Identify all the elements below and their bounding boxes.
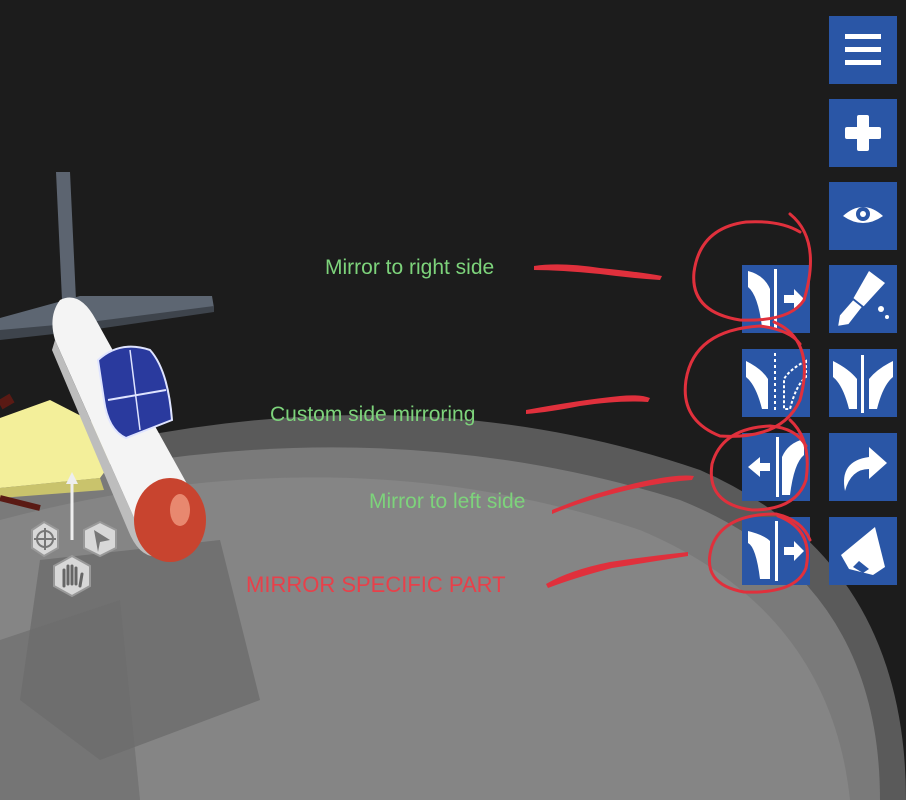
plus-icon	[845, 115, 881, 151]
eye-icon	[843, 207, 883, 223]
redo-button[interactable]	[829, 433, 897, 501]
eraser-icon	[841, 527, 885, 575]
redo-arrow-icon	[844, 447, 887, 491]
label-custom-mirror: Custom side mirroring	[270, 403, 476, 426]
label-mirror-left: Mirror to left side	[369, 490, 526, 513]
custom-mirror-icon	[746, 353, 807, 413]
hamburger-menu-icon	[845, 34, 881, 65]
paint-brush-icon	[835, 271, 889, 329]
move-target-icon[interactable]	[31, 520, 59, 558]
mirror-left-icon	[748, 437, 804, 497]
label-mirror-right: Mirror to right side	[325, 256, 495, 279]
custom-mirror-button[interactable]	[742, 349, 810, 417]
hand-pan-icon[interactable]	[53, 554, 91, 598]
transform-gizmo	[31, 472, 117, 598]
label-mirror-specific: MIRROR SPECIFIC PART	[246, 572, 506, 597]
mirror-part-icon	[748, 521, 804, 581]
add-part-button[interactable]	[829, 99, 897, 167]
paint-button[interactable]	[829, 265, 897, 333]
mirror-part-button[interactable]	[742, 517, 810, 585]
mirror-right-button[interactable]	[742, 265, 810, 333]
symmetric-mirror-button[interactable]	[829, 349, 897, 417]
view-button[interactable]	[829, 182, 897, 250]
menu-button[interactable]	[829, 16, 897, 84]
eraser-button[interactable]	[829, 517, 897, 585]
symmetric-mirror-icon	[833, 355, 893, 413]
mirror-left-button[interactable]	[742, 433, 810, 501]
select-cursor-icon[interactable]	[83, 520, 117, 558]
mirror-right-icon	[748, 269, 804, 329]
airplane-tail-fin	[56, 172, 76, 300]
airplane-nose-cone	[134, 478, 206, 562]
yellow-platform	[0, 400, 128, 488]
